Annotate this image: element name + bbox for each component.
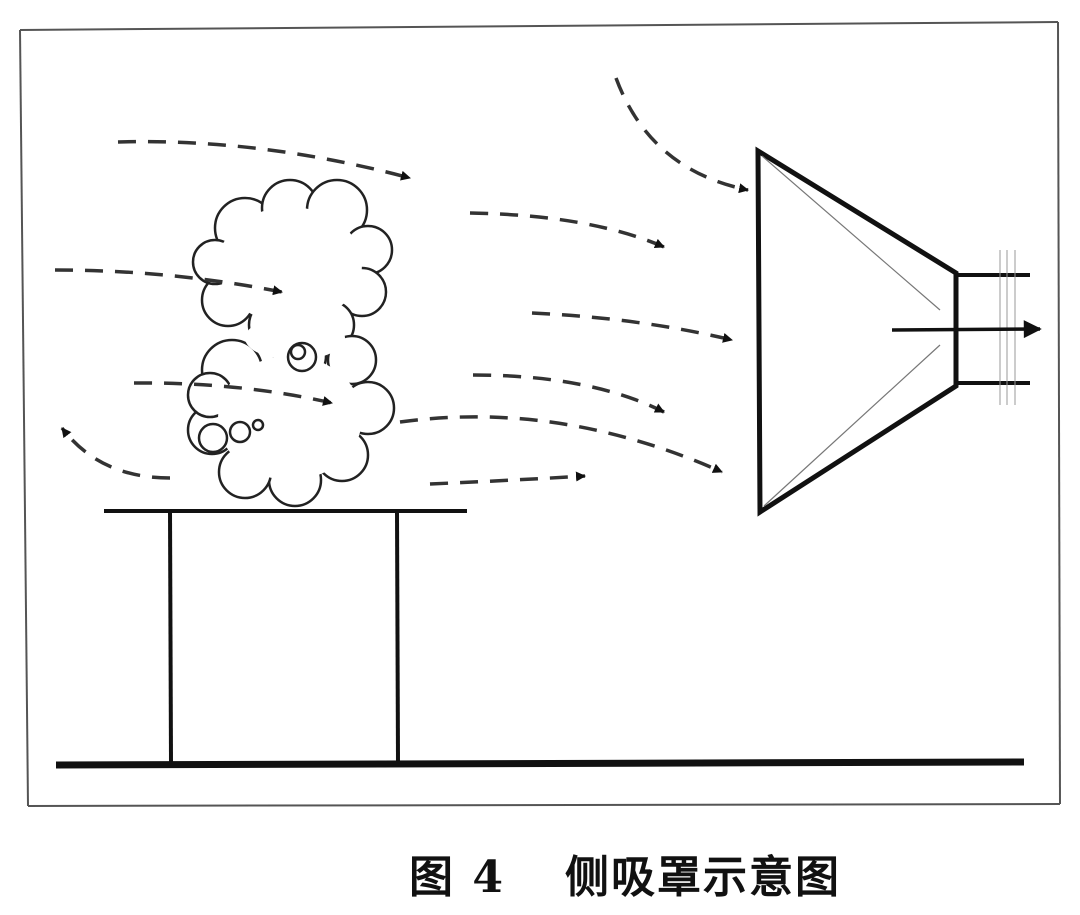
airflow-arrow [60, 426, 171, 480]
smoke-cloud [186, 178, 396, 508]
airflow-arrows [54, 77, 749, 486]
airflow-arrow [469, 211, 665, 249]
figure-title: 侧吸罩示意图 [564, 852, 841, 903]
airflow-arrow [429, 471, 586, 486]
side-hood [755, 146, 959, 517]
figure-number: 图 4 [409, 852, 505, 903]
table-leg-left [168, 510, 173, 764]
work-table [104, 509, 467, 764]
side-hood-diagram [19, 21, 1061, 807]
airflow-arrow [133, 381, 333, 406]
frame-border [19, 21, 1061, 807]
airflow-arrow [614, 77, 749, 194]
airflow-arrow [531, 311, 733, 343]
figure-caption: 图 4 侧吸罩示意图 [0, 838, 1080, 908]
table-leg-right [395, 510, 400, 764]
hood-body [755, 146, 959, 517]
airflow-arrow [117, 139, 411, 181]
floor-line [55, 758, 1025, 769]
airflow-arrow [472, 373, 665, 414]
airflow-arrow [399, 415, 723, 474]
exhaust-arrow [891, 320, 1042, 339]
